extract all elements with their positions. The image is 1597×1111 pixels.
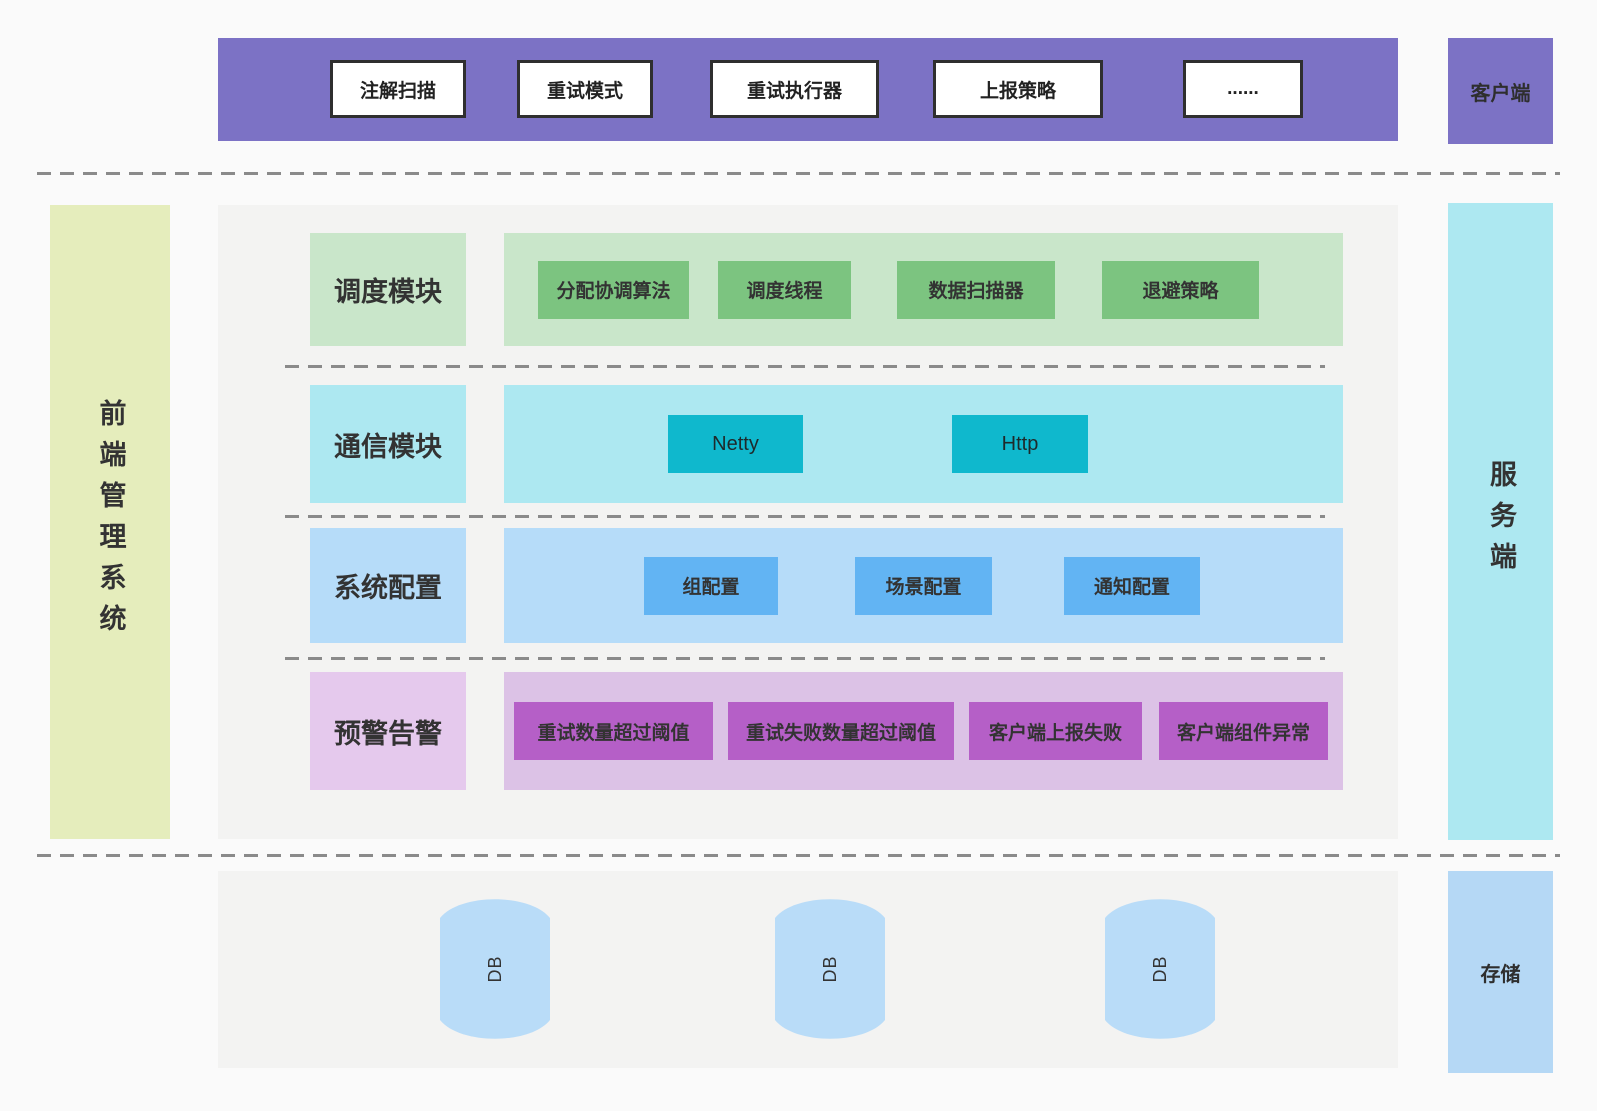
database-cylinder-icon [775,899,885,1039]
db-label: DB [819,955,840,983]
frontend-management-bar: 前端管理系统 [50,205,170,839]
scheduler-item-data-scanner: 数据扫描器 [897,260,1055,319]
alert-warning-label: 预警告警 [310,672,466,790]
database-node: DB [775,893,885,1045]
layer-divider-top [37,172,1560,175]
row-divider [285,657,1325,660]
alert-item-retry-count-threshold: 重试数量超过阈值 [514,702,713,760]
config-item-notify: 通知配置 [1064,556,1200,615]
row-divider [285,365,1325,368]
frontend-management-label: 前端管理系统 [95,399,126,645]
database-node: DB [1105,893,1215,1045]
server-side-label: 服务端 [1486,460,1516,583]
communication-item-netty: Netty [668,415,803,473]
storage-label: 存储 [1480,963,1521,986]
client-layer-bar: 注解扫描 重试模式 重试执行器 上报策略 ...... [218,38,1398,141]
database-cylinder-icon [440,899,550,1039]
config-item-scene: 场景配置 [855,556,992,615]
config-item-group: 组配置 [644,556,778,615]
database-node: DB [440,893,550,1045]
scheduler-item-schedule-thread: 调度线程 [718,260,851,319]
alert-item-client-component-error: 客户端组件异常 [1159,702,1328,760]
client-module-ellipsis: ...... [1183,60,1303,118]
storage-panel: DB DB DB [218,871,1398,1068]
system-config-label: 系统配置 [310,528,466,643]
client-module-retry-mode: 重试模式 [517,60,653,118]
system-config-container: 组配置 场景配置 通知配置 [504,528,1343,643]
communication-module-label: 通信模块 [310,385,466,503]
db-label: DB [484,955,505,983]
scheduler-module-container: 分配协调算法 调度线程 数据扫描器 退避策略 [504,233,1343,346]
client-module-report-strategy: 上报策略 [933,60,1103,118]
alert-warning-container: 重试数量超过阈值 重试失败数量超过阈值 客户端上报失败 客户端组件异常 [504,672,1343,790]
database-cylinder-icon [1105,899,1215,1039]
alert-item-client-report-failure: 客户端上报失败 [969,702,1142,760]
db-label: DB [1149,955,1170,983]
scheduler-item-allocation-algorithm: 分配协调算法 [538,260,689,319]
client-layer-label: 客户端 [1448,38,1553,144]
server-side-bar: 服务端 [1448,203,1553,840]
scheduler-item-backoff-strategy: 退避策略 [1102,260,1259,319]
alert-item-retry-failure-threshold: 重试失败数量超过阈值 [728,702,954,760]
client-module-retry-executor: 重试执行器 [710,60,879,118]
communication-module-container: Netty Http [504,385,1343,503]
layer-divider-bottom [37,854,1560,857]
server-panel: 调度模块 分配协调算法 调度线程 数据扫描器 退避策略 通信模块 Netty H… [218,205,1398,839]
client-module-annotation-scan: 注解扫描 [330,60,466,118]
row-divider [285,515,1325,518]
communication-item-http: Http [952,415,1088,473]
scheduler-module-label: 调度模块 [310,233,466,346]
storage-label-bar: 存储 [1448,871,1553,1073]
